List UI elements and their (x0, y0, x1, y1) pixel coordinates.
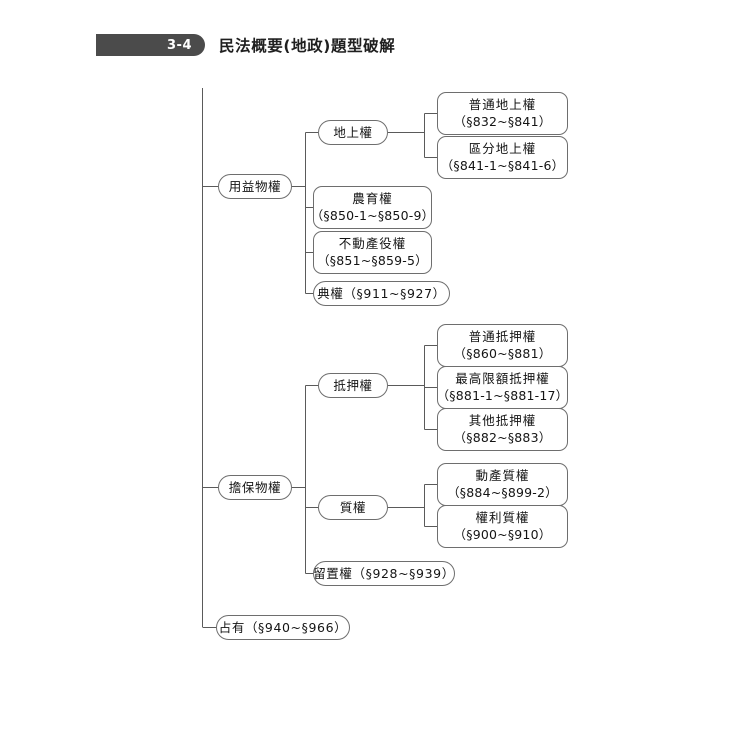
node-label-line1: 權利質權 (475, 509, 530, 525)
node-label-line1: 動產質權 (475, 467, 530, 483)
node-usufructuary-rights[interactable]: 用益物權 (218, 174, 292, 199)
node-lien[interactable]: 留置權（§928~§939） (313, 561, 455, 586)
node-superficies[interactable]: 地上權 (318, 120, 388, 145)
node-label-line1: 不動產役權 (338, 235, 407, 251)
node-label-line1: 普通地上權 (468, 96, 537, 112)
node-label-line1: 普通抵押權 (468, 328, 537, 344)
node-label: 占有（§940~§966） (218, 619, 348, 635)
node-label-line2: （§900~§910） (453, 526, 552, 542)
node-label-line2: （§881-1~§881-17） (436, 387, 569, 403)
node-label: 用益物權 (228, 178, 282, 194)
chapter-badge: 3-4 (96, 34, 205, 56)
node-other-mortgage[interactable]: 其他抵押權 （§882~§883） (437, 408, 568, 451)
node-pledge[interactable]: 質權 (318, 495, 388, 520)
node-label: 抵押權 (333, 377, 373, 393)
node-label-line2: （§851~§859-5） (317, 252, 428, 268)
node-ordinary-superficies[interactable]: 普通地上權 （§832~§841） (437, 92, 568, 135)
node-label-line2: （§841-1~§841-6） (440, 157, 565, 173)
node-real-property-servitude[interactable]: 不動產役權 （§851~§859-5） (313, 231, 432, 274)
node-stratified-superficies[interactable]: 區分地上權 （§841-1~§841-6） (437, 136, 568, 179)
node-label: 地上權 (333, 124, 373, 140)
node-label-line2: （§832~§841） (453, 113, 552, 129)
node-chattel-pledge[interactable]: 動產質權 （§884~§899-2） (437, 463, 568, 506)
node-label-line2: （§850-1~§850-9） (310, 207, 435, 223)
node-label: 擔保物權 (228, 479, 282, 495)
node-agricultural-right[interactable]: 農育權 （§850-1~§850-9） (310, 186, 435, 229)
node-label: 典權（§911~§927） (317, 285, 446, 301)
node-label-line1: 其他抵押權 (468, 412, 537, 428)
node-mortgage[interactable]: 抵押權 (318, 373, 388, 398)
node-maximum-amount-mortgage[interactable]: 最高限額抵押權 （§881-1~§881-17） (437, 366, 568, 409)
node-label-line1: 區分地上權 (468, 140, 537, 156)
node-security-rights[interactable]: 擔保物權 (218, 475, 292, 500)
node-ordinary-mortgage[interactable]: 普通抵押權 （§860~§881） (437, 324, 568, 367)
node-label-line2: （§860~§881） (453, 345, 552, 361)
page-title: 民法概要(地政)題型破解 (219, 37, 396, 55)
node-label-line1: 農育權 (352, 190, 393, 206)
node-label-line2: （§884~§899-2） (447, 484, 558, 500)
node-dian-right[interactable]: 典權（§911~§927） (313, 281, 450, 306)
page-header: 3-4 民法概要(地政)題型破解 (96, 33, 395, 57)
node-label: 留置權（§928~§939） (313, 565, 455, 581)
node-label-line1: 最高限額抵押權 (455, 370, 550, 386)
node-label-line2: （§882~§883） (453, 429, 552, 445)
node-possession[interactable]: 占有（§940~§966） (216, 615, 350, 640)
node-rights-pledge[interactable]: 權利質權 （§900~§910） (437, 505, 568, 548)
node-label: 質權 (339, 499, 367, 515)
